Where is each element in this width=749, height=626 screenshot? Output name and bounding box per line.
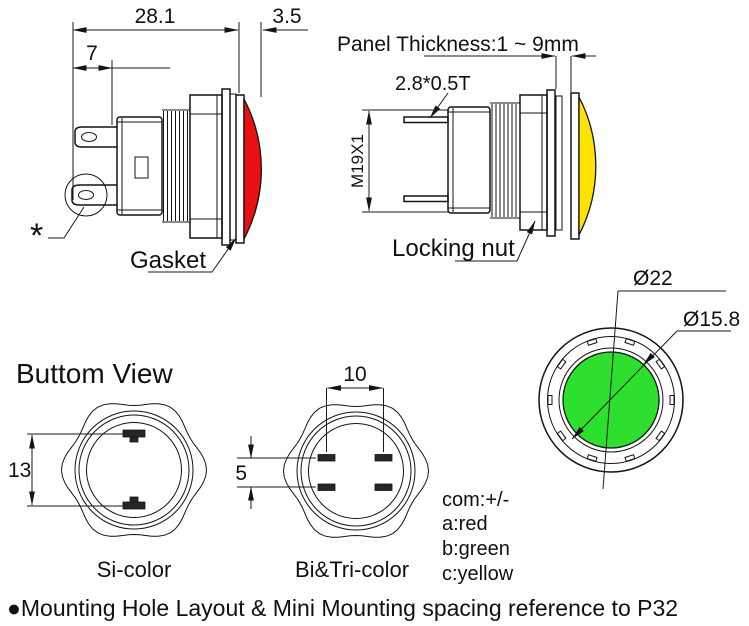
terminal-contact bbox=[122, 501, 146, 510]
asterisk-leader bbox=[48, 206, 85, 239]
terminal-stem bbox=[129, 436, 139, 443]
front-view-green: Ø22 Ø15.8 bbox=[538, 267, 740, 490]
terminal-hole bbox=[78, 190, 94, 200]
ring bbox=[74, 410, 194, 530]
arrowhead bbox=[643, 352, 655, 365]
locking-nut-label: Locking nut bbox=[392, 235, 515, 262]
flange bbox=[546, 89, 556, 237]
dim-5: 5 bbox=[235, 462, 247, 485]
ring bbox=[78, 414, 190, 526]
yellow-lens-dome bbox=[578, 96, 597, 236]
legend-c-yellow: c:yellow bbox=[442, 563, 514, 585]
lens-base bbox=[570, 92, 580, 240]
dim-10: 10 bbox=[343, 363, 366, 386]
legend-a-red: a:red bbox=[442, 513, 488, 535]
switch-body bbox=[447, 106, 491, 214]
body-detail bbox=[134, 156, 149, 179]
flange bbox=[221, 88, 231, 246]
knurled-outline bbox=[282, 404, 430, 538]
gasket-leader bbox=[148, 237, 237, 273]
threads bbox=[162, 109, 190, 223]
pin-legend: com:+/- a:red b:green c:yellow bbox=[442, 489, 514, 585]
threads bbox=[490, 102, 520, 219]
panel-thickness-label: Panel Thickness:1 ~ 9mm bbox=[337, 33, 579, 56]
bottom-view-title: Buttom View bbox=[16, 358, 173, 389]
thread-spec-label: M19X1 bbox=[348, 134, 367, 188]
dim-28-1: 28.1 bbox=[135, 5, 176, 28]
side-view-yellow: Panel Thickness:1 ~ 9mm 2.8*0.5T M19X1 bbox=[337, 33, 597, 262]
dia-15-8-diameter-line bbox=[571, 330, 678, 440]
si-color-label: Si-color bbox=[97, 557, 172, 582]
terminal-highlight-circle bbox=[64, 173, 108, 217]
dim-13: 13 bbox=[8, 459, 31, 482]
ring bbox=[300, 415, 412, 527]
ring bbox=[296, 411, 416, 531]
gasket bbox=[555, 95, 563, 231]
bottom-view-si-color: 13 Si-color bbox=[8, 403, 208, 582]
asterisk-marker: * bbox=[30, 217, 43, 255]
terminal-contact bbox=[317, 483, 336, 491]
bottom-view-bi-tri-color: 10 5 Bi&Tri-color bbox=[235, 363, 430, 582]
locking-nut-leader bbox=[455, 220, 536, 262]
terminal-stem bbox=[129, 496, 139, 503]
gasket bbox=[229, 93, 237, 241]
switch-body bbox=[116, 116, 163, 216]
dim-7: 7 bbox=[86, 42, 98, 65]
locking-nut bbox=[519, 94, 548, 231]
dia-15-8-label: Ø15.8 bbox=[683, 308, 740, 331]
terminal-contact bbox=[122, 429, 146, 438]
terminal-contact bbox=[374, 483, 393, 491]
legend-com: com:+/- bbox=[442, 489, 509, 511]
side-view-red: 28.1 3.5 7 * bbox=[30, 5, 308, 274]
ring bbox=[308, 423, 404, 519]
terminal-blade bbox=[71, 184, 117, 206]
footnote: ●Mounting Hole Layout & Mini Mounting sp… bbox=[7, 595, 678, 621]
bottom-views: Buttom View 13 Si-color bbox=[8, 358, 514, 585]
terminal-spec-label: 2.8*0.5T bbox=[395, 73, 471, 95]
terminal-blade bbox=[74, 126, 117, 148]
bi-tri-color-label: Bi&Tri-color bbox=[295, 557, 409, 582]
bezel-inner-ring bbox=[558, 347, 664, 453]
terminal-contact bbox=[317, 454, 336, 462]
dia-22-label: Ø22 bbox=[633, 267, 673, 290]
knurled-outline bbox=[60, 403, 208, 537]
terminal-pin bbox=[403, 116, 449, 124]
lens-base bbox=[235, 94, 245, 244]
terminal-contact bbox=[374, 454, 393, 462]
legend-b-green: b:green bbox=[442, 538, 510, 560]
bayonet-tabs bbox=[547, 338, 675, 462]
dia-22-diameter-line bbox=[602, 290, 619, 490]
gasket-label: Gasket bbox=[130, 247, 206, 274]
dim-3-5: 3.5 bbox=[272, 5, 301, 28]
terminal-pin bbox=[403, 195, 449, 203]
red-lens-dome bbox=[243, 98, 262, 240]
arrowhead bbox=[572, 426, 584, 439]
terminal-spec-leader bbox=[429, 92, 449, 119]
bezel-outer-ring bbox=[538, 327, 684, 473]
ring bbox=[86, 422, 182, 518]
terminal-hole bbox=[81, 132, 97, 142]
